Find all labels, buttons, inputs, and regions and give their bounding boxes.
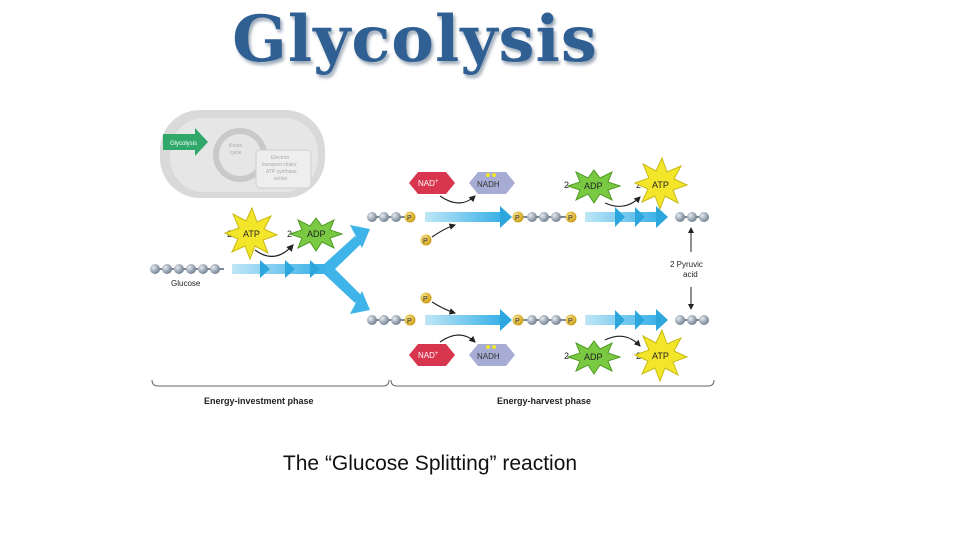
adp-coefficient: 2: [564, 180, 569, 190]
phosphate-label: P: [423, 238, 428, 245]
atp-lower-burst: ATP: [633, 328, 689, 383]
atp-lower-label: ATP: [652, 351, 669, 361]
phosphate-label: P: [515, 318, 520, 325]
inset-etc-label-2: transport chain/: [262, 162, 297, 168]
lower-phosphate: P: [420, 292, 432, 304]
upper-pyruvate: [675, 212, 709, 222]
phosphate-label: P: [407, 318, 412, 325]
nadh-label: NADH: [477, 352, 500, 361]
adp-lower-label: ADP: [584, 352, 603, 362]
nadh-upper: NADH: [469, 172, 515, 194]
investment-phase-label: Energy-investment phase: [204, 396, 314, 406]
upper-arrow-head: [500, 206, 512, 228]
phosphate-label: P: [407, 215, 412, 222]
nad-lower: NAD+: [409, 344, 455, 366]
nad-upper: NAD+: [409, 172, 455, 194]
investment-phase-bracket: [151, 379, 390, 387]
lower-three-carbon: P: [367, 314, 416, 326]
lower-arrow-head: [500, 309, 512, 331]
upper-arrow-shaft: [425, 212, 505, 222]
atp-investment-label: ATP: [243, 229, 260, 239]
phosphate-label: P: [515, 215, 520, 222]
upper-phosphate: P: [420, 234, 432, 246]
harvest-phase-bracket: [390, 379, 715, 387]
adp-upper-burst: ADP: [566, 169, 622, 204]
glucose-molecule: [150, 264, 224, 274]
inset-etc-label-4: action: [274, 176, 288, 182]
adp-investment-burst: ADP: [288, 217, 344, 252]
nad-label: NAD+: [418, 351, 439, 360]
phosphate-label: P: [568, 215, 573, 222]
pyruvic-label-2: acid: [683, 270, 698, 279]
upper-three-carbon: P: [367, 211, 416, 223]
harvest-phase-label: Energy-harvest phase: [497, 396, 591, 406]
phosphate-label: P: [423, 296, 428, 303]
upper-phosphorylated-three-carbon: P P: [512, 211, 577, 223]
inset-krebs-label: Krebs: [229, 143, 243, 149]
nad-label: NAD+: [418, 179, 439, 188]
lower-phosphorylated-three-carbon: P P: [512, 314, 577, 326]
inset-etc-label-3: ATP synthase: [266, 169, 297, 175]
investment-arrow: [232, 225, 370, 314]
pyruvic-label: 2 Pyruvic: [670, 260, 703, 269]
inset-glycolysis-label: Glycolysis: [170, 141, 197, 147]
adp-upper-label: ADP: [584, 181, 603, 191]
lower-pyruvate: [675, 315, 709, 325]
nadh-lower: NADH: [469, 344, 515, 366]
atp-upper-label: ATP: [652, 180, 669, 190]
atp-investment-burst: ATP: [223, 206, 279, 261]
nadh-label: NADH: [477, 180, 500, 189]
phosphate-label: P: [568, 318, 573, 325]
lower-harvest-arrow: [585, 309, 668, 331]
lower-arrow-shaft: [425, 315, 505, 325]
adp-investment-label: ADP: [307, 229, 326, 239]
inset-krebs-label-2: cycle: [230, 150, 242, 156]
adp-lower-burst: ADP: [566, 340, 622, 375]
pathway-inset: Glycolysis Krebs cycle Electron transpor…: [160, 110, 325, 198]
glucose-label: Glucose: [171, 279, 201, 288]
slide-title: Glycolysis: [232, 2, 598, 77]
adp-coefficient: 2: [564, 351, 569, 361]
atp-upper-burst: ATP: [633, 156, 689, 211]
inset-etc-label: Electron: [271, 155, 290, 161]
upper-harvest-arrow: [585, 206, 668, 228]
slide-caption: The “Glucose Splitting” reaction: [282, 452, 578, 475]
